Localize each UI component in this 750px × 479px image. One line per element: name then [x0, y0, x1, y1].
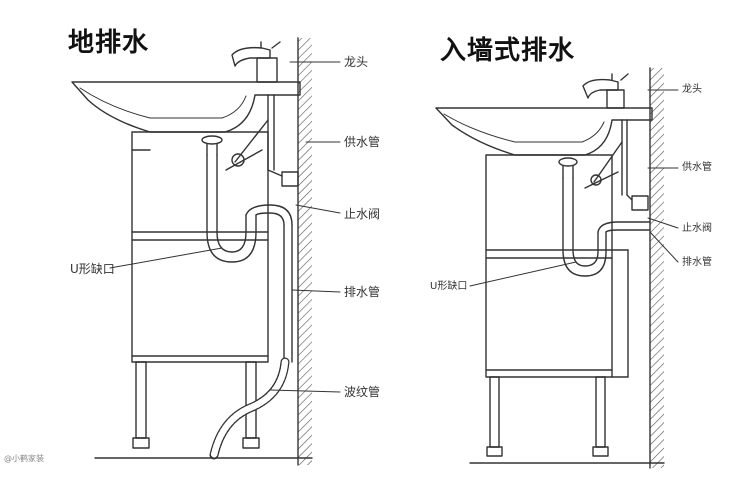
watermark: @小鹤家装 [4, 454, 44, 463]
right-label-supply-pipe: 供水管 [682, 162, 712, 173]
left-corrugated-hose [209, 357, 290, 460]
left-label-corrugated-pipe: 波纹管 [344, 385, 381, 399]
right-label-drain-pipe: 排水管 [682, 257, 712, 268]
right-cabinet [485, 154, 613, 378]
left-diagram-title: 地排水 [68, 28, 150, 58]
left-u-trap [206, 154, 293, 263]
left-label-faucet: 龙头 [344, 55, 369, 69]
right-wall-drain-diagram [435, 67, 679, 469]
left-floor-drain-diagram [71, 37, 341, 466]
left-label-u-trap: U形缺口 [70, 262, 115, 276]
right-label-stop-valve: 止水阀 [682, 223, 712, 234]
right-faucet [582, 73, 629, 109]
left-label-drain-pipe: 排水管 [344, 285, 381, 299]
left-label-supply-pipe: 供水管 [344, 135, 381, 149]
right-diagram-title: 入墙式排水 [440, 36, 576, 66]
right-label-u-trap: U形缺口 [430, 281, 468, 292]
right-u-trap [562, 177, 651, 277]
left-basin [71, 81, 301, 133]
right-wall [650, 68, 664, 468]
left-label-stop-valve: 止水阀 [344, 207, 381, 221]
right-label-faucet: 龙头 [682, 84, 702, 95]
left-wall [298, 38, 312, 465]
right-basin [435, 107, 653, 156]
left-faucet [231, 41, 281, 83]
left-cabinet [131, 131, 269, 363]
